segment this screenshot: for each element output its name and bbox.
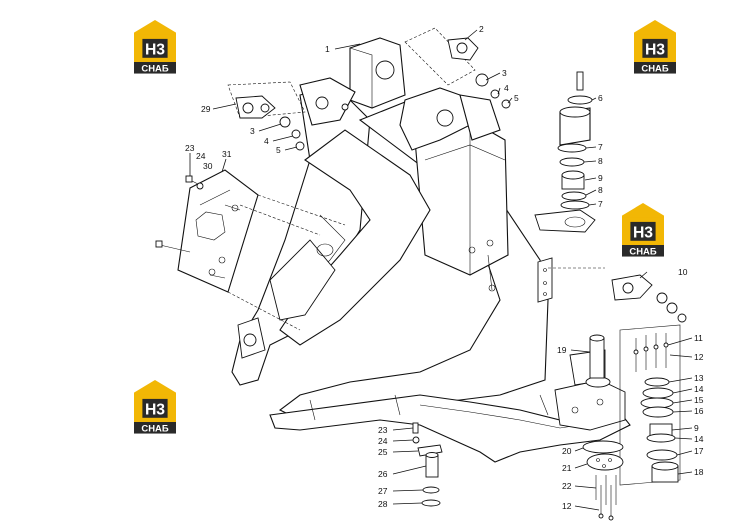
callout-2: 2 (479, 24, 484, 34)
right-bushing-stack (557, 71, 593, 210)
callout-14b: 14 (694, 434, 704, 444)
logo-mark-text: H3 (145, 402, 165, 419)
callout-16: 16 (694, 406, 704, 416)
callout-19: 19 (557, 345, 567, 355)
callout-1: 1 (325, 44, 330, 54)
callout-28: 28 (378, 499, 388, 509)
logo-mark-text: H3 (633, 225, 653, 242)
callout-24: 24 (196, 151, 206, 161)
top-pin-group (404, 27, 511, 109)
callout-7b: 7 (598, 199, 603, 209)
callout-8: 8 (598, 156, 603, 166)
logo-bottom-left: H3 СНАБ (134, 380, 176, 434)
logo-mid-right: H3 СНАБ (622, 203, 664, 257)
lower-center-group (582, 440, 624, 521)
callout-labels: 1 2 3 4 5 6 7 8 9 8 7 29 3 4 5 23 24 30 … (185, 24, 704, 511)
logo-top-right: H3 СНАБ (634, 20, 676, 74)
callout-27: 27 (378, 486, 388, 496)
cover-plate-assembly (155, 169, 346, 331)
callout-10: 10 (678, 267, 688, 277)
callout-4b: 4 (264, 136, 269, 146)
logo-top-left: H3 СНАБ (134, 20, 176, 74)
callout-3: 3 (502, 68, 507, 78)
callout-4: 4 (504, 83, 509, 93)
steer-pin-stack (619, 324, 681, 486)
callout-13: 13 (694, 373, 704, 383)
callout-5b: 5 (276, 145, 281, 155)
callout-17: 17 (694, 446, 704, 456)
right-pin-group (548, 267, 687, 323)
callout-26: 26 (378, 469, 388, 479)
callout-14: 14 (694, 384, 704, 394)
callout-24b: 24 (378, 436, 388, 446)
lower-left-group (412, 422, 443, 507)
callout-31: 31 (222, 149, 232, 159)
callout-15: 15 (694, 395, 704, 405)
callout-3b: 3 (250, 126, 255, 136)
callout-29: 29 (201, 104, 211, 114)
front-frame-weldment (231, 37, 631, 463)
callout-5: 5 (514, 93, 519, 103)
callout-21: 21 (562, 463, 572, 473)
callout-12b: 12 (562, 501, 572, 511)
logo-caption-text: СНАБ (141, 423, 168, 434)
callout-11: 11 (694, 333, 703, 343)
leader-lines (189, 29, 693, 511)
logo-caption-text: СНАБ (141, 63, 168, 74)
vertical-pin-19 (589, 334, 605, 379)
callout-6: 6 (598, 93, 603, 103)
callout-9b: 9 (694, 423, 699, 433)
callout-7: 7 (598, 142, 603, 152)
callout-18: 18 (694, 467, 704, 477)
callout-22: 22 (562, 481, 572, 491)
callout-8b: 8 (598, 185, 603, 195)
callout-23b: 23 (378, 425, 388, 435)
logo-caption-text: СНАБ (641, 63, 668, 74)
logo-mark-text: H3 (145, 42, 165, 59)
logo-mark-text: H3 (645, 42, 665, 59)
callout-23: 23 (185, 143, 195, 153)
callout-25: 25 (378, 447, 388, 457)
callout-9: 9 (598, 173, 603, 183)
logo-caption-text: СНАБ (629, 246, 656, 257)
callout-20: 20 (562, 446, 572, 456)
callout-30: 30 (203, 161, 213, 171)
callout-12: 12 (694, 352, 704, 362)
left-pin-group (227, 81, 306, 151)
